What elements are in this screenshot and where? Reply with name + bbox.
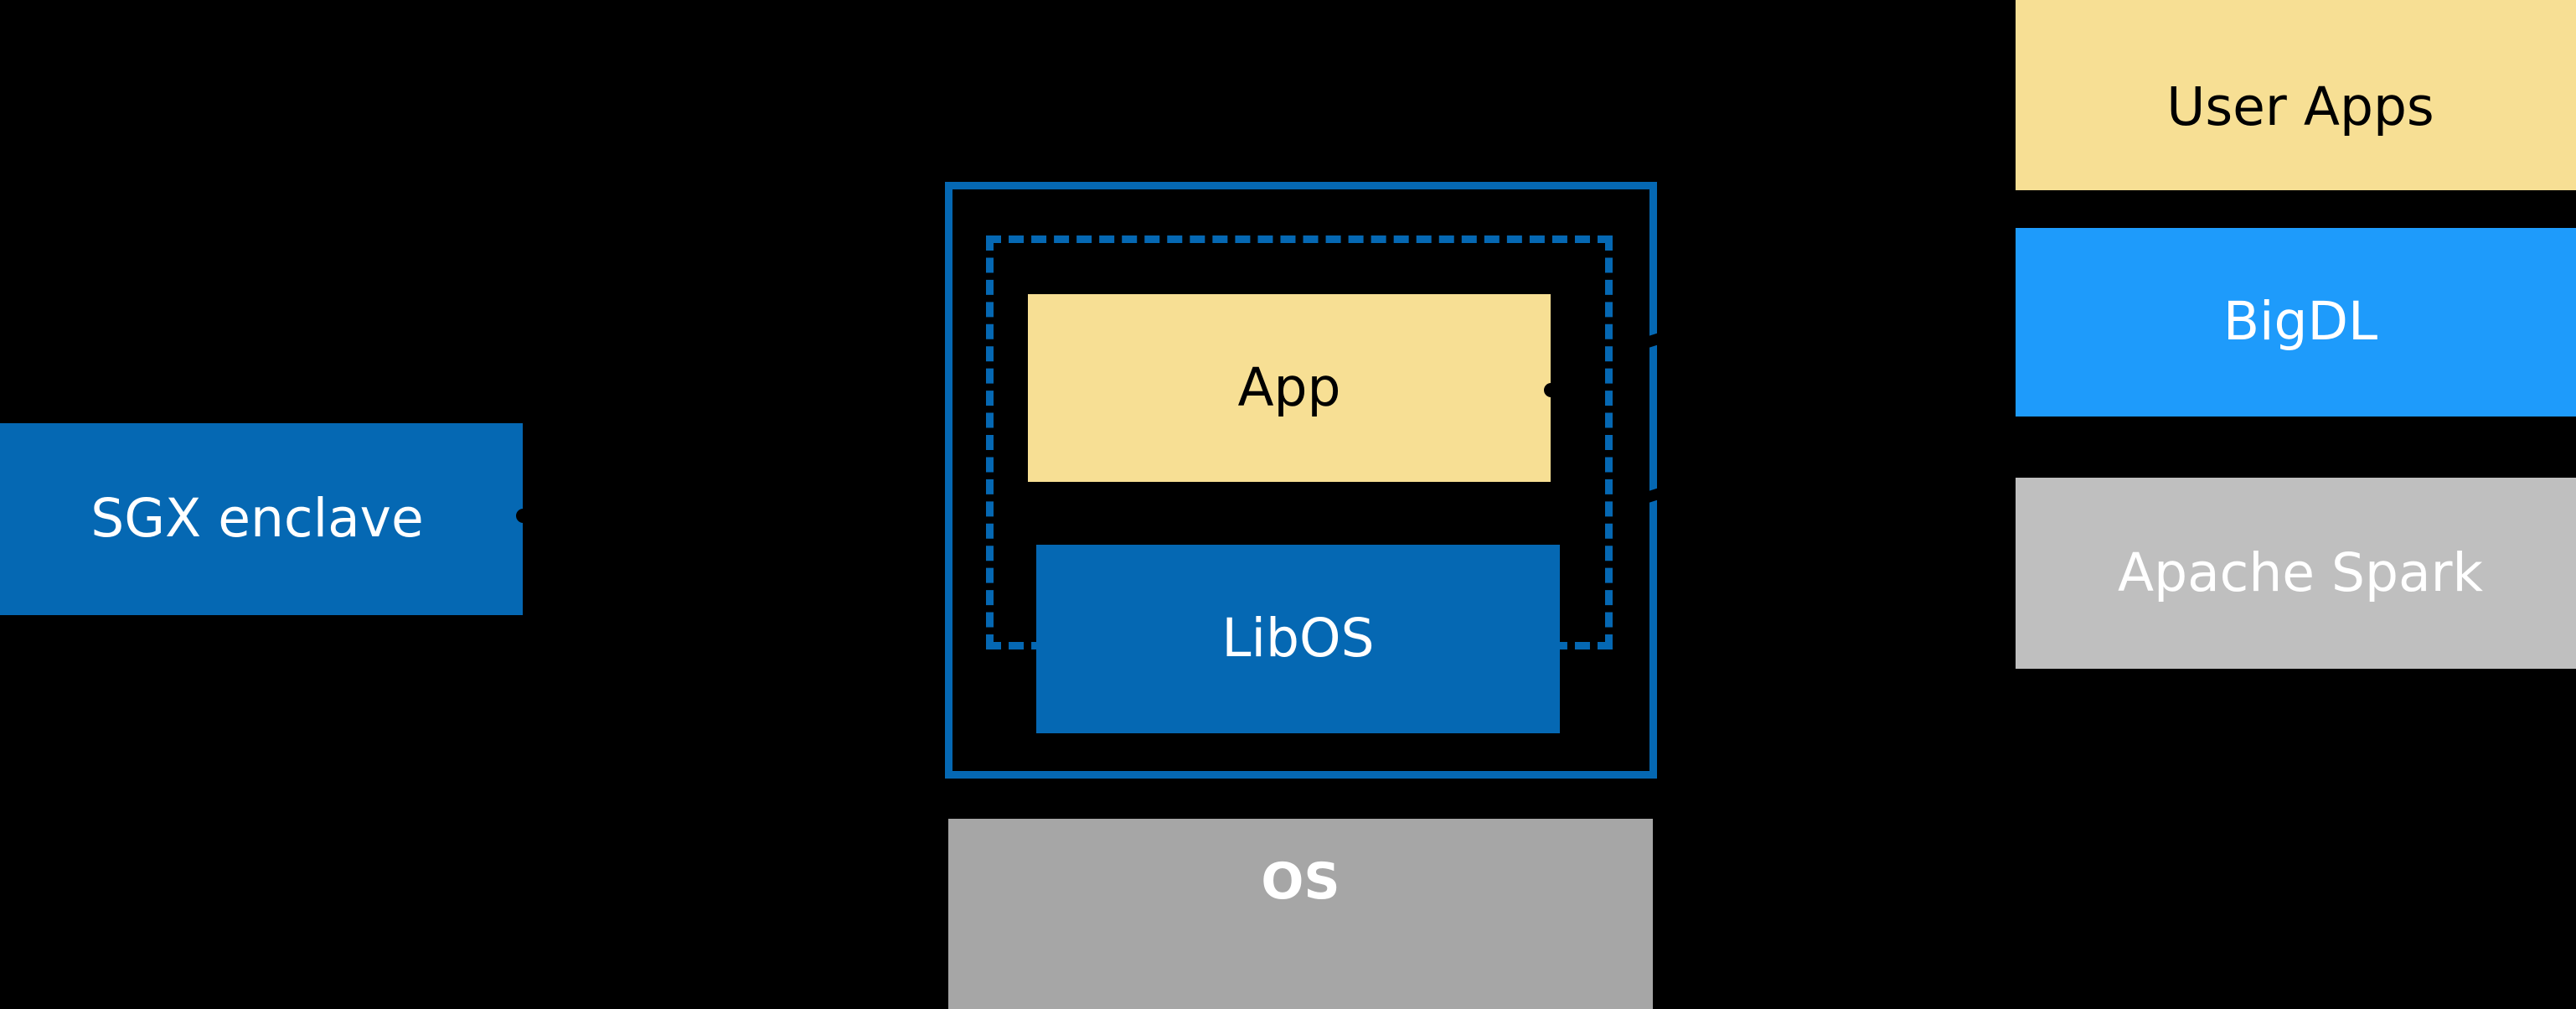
user-apps-box: User Apps [2016, 0, 2576, 190]
enclave-outer-boundary [945, 182, 1657, 779]
app-label: App [1237, 356, 1341, 418]
user-apps-label: User Apps [2166, 75, 2434, 137]
sgx-connector-endpoint-dot [516, 509, 530, 523]
apache-spark-box: Apache Spark [2016, 478, 2576, 669]
os-label: OS [1261, 852, 1340, 911]
libos-box: LibOS [1036, 545, 1560, 733]
libos-label: LibOS [1221, 608, 1375, 670]
sgx-enclave-label: SGX enclave [90, 488, 424, 550]
app-connector-endpoint-dot [1544, 383, 1558, 397]
bigdl-label: BigDL [2222, 291, 2378, 353]
apache-spark-label: Apache Spark [2117, 541, 2484, 603]
app-box: App [1028, 294, 1551, 482]
sgx-enclave-box: SGX enclave [0, 423, 523, 615]
bigdl-box: BigDL [2016, 228, 2576, 417]
os-box: OS [948, 819, 1653, 1009]
